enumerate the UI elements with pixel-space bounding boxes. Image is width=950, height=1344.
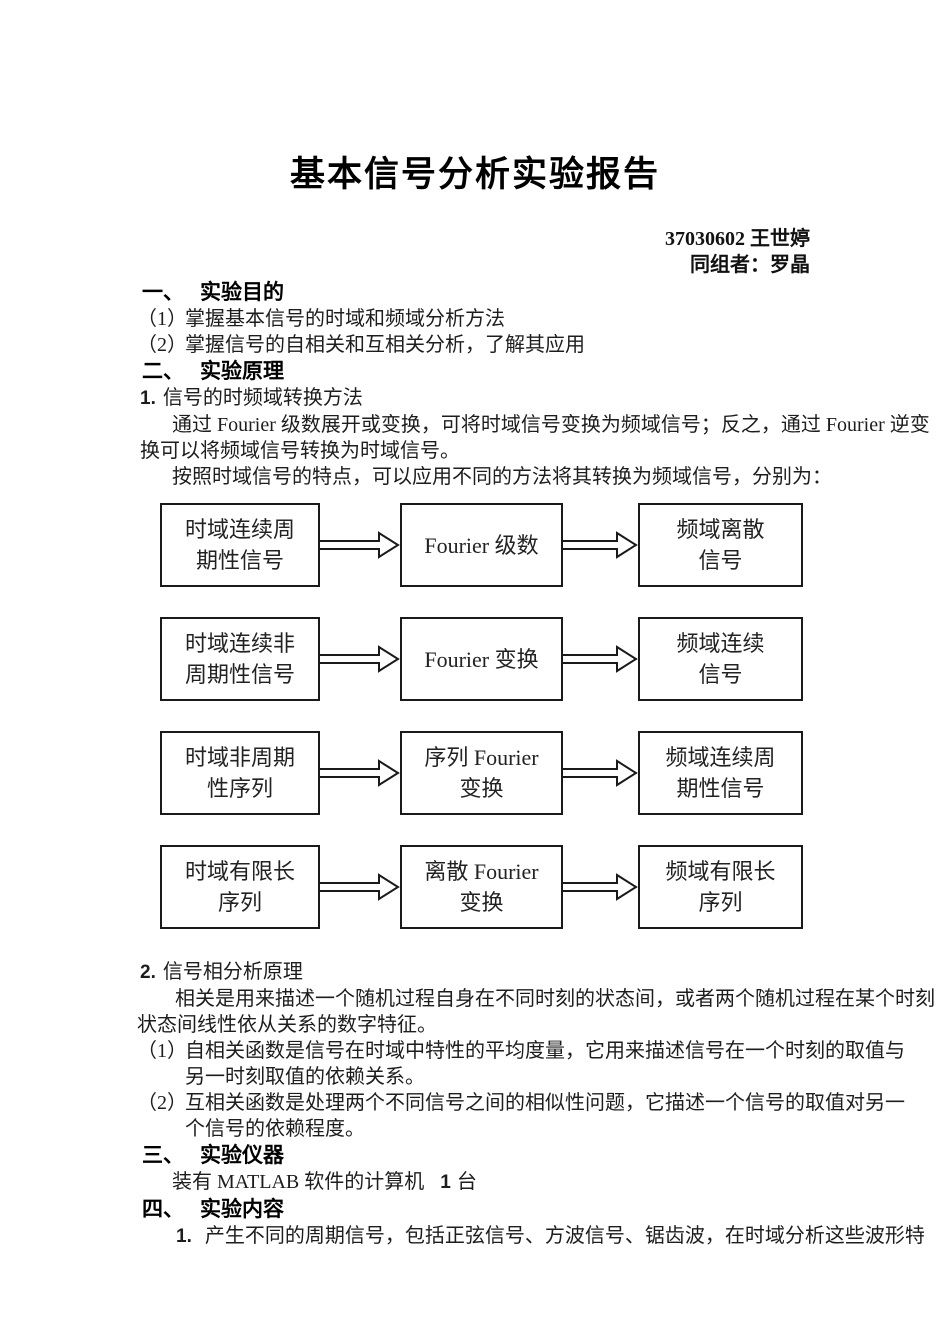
section3-title: 实验仪器 xyxy=(200,1143,284,1167)
box-text: 序列 xyxy=(698,890,743,915)
flow-arrow-icon xyxy=(563,531,638,559)
section4-number: 四、 xyxy=(142,1197,184,1221)
section1-item-2: （2）掌握信号的自相关和互相关分析，了解其应用 xyxy=(0,332,950,358)
box-text: 时域连续周 xyxy=(184,517,295,542)
item-text: 自相关函数是信号在时域中特性的平均度量，它用来描述信号在一个时刻的取值与 xyxy=(185,1040,905,1062)
flow-box-freq-domain: 频域有限长 序列 xyxy=(638,845,803,929)
equipment-qty: 1 xyxy=(440,1172,451,1193)
flow-box-transform: 序列 Fourier 变换 xyxy=(400,731,563,815)
flow-arrow-icon xyxy=(320,759,400,787)
document-body: 一、实验目的 （1）掌握基本信号的时域和频域分析方法 （2）掌握信号的自相关和互… xyxy=(0,279,950,1250)
box-text: 信号 xyxy=(698,662,743,687)
box-text: 时域非周期 xyxy=(184,745,295,770)
section2-item-1-cont: 另一时刻取值的依赖关系。 xyxy=(185,1066,425,1088)
section2-item-2: （2）互相关函数是处理两个不同信号之间的相似性问题，它描述一个信号的取值对另一 xyxy=(0,1090,950,1116)
flow-row-1: 时域连续周 期性信号 Fourier 级数 频域离散 信号 xyxy=(0,503,950,587)
section2-item-1: （1）自相关函数是信号在时域中特性的平均度量，它用来描述信号在一个时刻的取值与 xyxy=(0,1038,950,1064)
flow-row-2: 时域连续非 周期性信号 Fourier 变换 频域连续 信号 xyxy=(0,617,950,701)
box-text: 频域有限长 xyxy=(665,859,776,884)
section4-heading: 四、实验内容 xyxy=(0,1196,950,1223)
box-text: 期性信号 xyxy=(676,776,765,801)
sub-title: 信号的时频域转换方法 xyxy=(162,387,363,409)
section3-number: 三、 xyxy=(142,1143,184,1167)
box-text: 频域连续 xyxy=(676,631,765,656)
section2-item-2-cont: 个信号的依赖程度。 xyxy=(185,1118,365,1140)
section3-heading: 三、实验仪器 xyxy=(0,1142,950,1169)
flow-box-time-domain: 时域连续非 周期性信号 xyxy=(160,617,320,701)
flow-box-transform: 离散 Fourier 变换 xyxy=(400,845,563,929)
sub-number: 1. xyxy=(140,388,156,409)
flow-arrow-icon xyxy=(320,645,400,673)
box-text: 信号 xyxy=(698,548,743,573)
box-text: 频域离散 xyxy=(676,517,765,542)
box-text: Fourier 变换 xyxy=(424,646,539,672)
flow-box-time-domain: 时域非周期 性序列 xyxy=(160,731,320,815)
flow-box-time-domain: 时域有限长 序列 xyxy=(160,845,320,929)
item-text: 产生不同的周期信号，包括正弦信号、方波信号、锯齿波，在时域分析这些波形特 xyxy=(204,1225,925,1247)
box-text: 变换 xyxy=(459,776,504,801)
paragraph-line: 状态间线性依从关系的数字特征。 xyxy=(137,1014,437,1036)
box-text: Fourier 级数 xyxy=(424,532,539,558)
box-text: 频域连续周 xyxy=(665,745,776,770)
flow-box-freq-domain: 频域离散 信号 xyxy=(638,503,803,587)
section1-heading: 一、实验目的 xyxy=(0,279,950,306)
flow-arrow-icon xyxy=(563,759,638,787)
item-number: （2） xyxy=(137,1092,187,1114)
flow-arrow-icon xyxy=(320,873,400,901)
paragraph-line: 按照时域信号的特点，可以应用不同的方法将其转换为频域信号，分别为： xyxy=(172,466,832,488)
section2-number: 二、 xyxy=(142,359,184,383)
flow-arrow-icon xyxy=(563,645,638,673)
paragraph-line: 相关是用来描述一个随机过程自身在不同时刻的状态间，或者两个随机过程在某个时刻 xyxy=(175,988,935,1010)
flow-box-freq-domain: 频域连续 信号 xyxy=(638,617,803,701)
equipment-unit: 台 xyxy=(456,1171,477,1193)
item-number: （1） xyxy=(137,1040,187,1062)
section2-heading: 二、实验原理 xyxy=(0,358,950,385)
item-number: （1） xyxy=(137,308,187,330)
flow-box-transform: Fourier 变换 xyxy=(400,617,563,701)
section2-sub1-heading: 1. 信号的时频域转换方法 xyxy=(0,385,950,412)
flow-row-4: 时域有限长 序列 离散 Fourier 变换 频域有限长 序列 xyxy=(0,845,950,929)
item-text: 掌握信号的自相关和互相关分析，了解其应用 xyxy=(185,334,585,356)
section4-item-1: 1. 产生不同的周期信号，包括正弦信号、方波信号、锯齿波，在时域分析这些波形特 xyxy=(0,1223,950,1250)
box-text: 变换 xyxy=(459,890,504,915)
box-text: 时域有限长 xyxy=(184,859,295,884)
section1-item-1: （1）掌握基本信号的时域和频域分析方法 xyxy=(0,306,950,332)
flow-box-freq-domain: 频域连续周 期性信号 xyxy=(638,731,803,815)
signal-transform-flowchart: 时域连续周 期性信号 Fourier 级数 频域离散 信号 xyxy=(0,503,950,929)
section2-title: 实验原理 xyxy=(200,359,284,383)
flow-row-3: 时域非周期 性序列 序列 Fourier 变换 频域连续周 期性信号 xyxy=(0,731,950,815)
flow-box-time-domain: 时域连续周 期性信号 xyxy=(160,503,320,587)
item-number: （2） xyxy=(137,334,187,356)
section1-number: 一、 xyxy=(142,280,184,304)
box-text: 周期性信号 xyxy=(184,662,295,687)
equipment-text: 装有 MATLAB 软件的计算机 xyxy=(172,1171,425,1193)
flow-arrow-icon xyxy=(563,873,638,901)
section2-sub2-heading: 2. 信号相分析原理 xyxy=(0,959,950,986)
box-text: 时域连续非 xyxy=(184,631,295,656)
author-id-name: 37030602 王世婷 xyxy=(665,228,810,250)
flow-box-transform: Fourier 级数 xyxy=(400,503,563,587)
page-title: 基本信号分析实验报告 xyxy=(289,155,660,194)
box-text: 序列 Fourier xyxy=(424,745,539,770)
paragraph-line: 换可以将频域信号转换为时域信号。 xyxy=(140,440,460,462)
box-text: 离散 Fourier xyxy=(424,859,539,884)
sub-number: 2. xyxy=(140,962,156,983)
item-text: 互相关函数是处理两个不同信号之间的相似性问题，它描述一个信号的取值对另一 xyxy=(185,1092,905,1114)
teammate-name: 同组者：罗晶 xyxy=(690,254,810,276)
byline: 37030602 王世婷 同组者：罗晶 xyxy=(665,226,810,278)
section1-title: 实验目的 xyxy=(200,280,284,304)
item-number: 1. xyxy=(176,1226,192,1247)
item-text: 掌握基本信号的时域和频域分析方法 xyxy=(185,308,505,330)
section4-title: 实验内容 xyxy=(200,1197,284,1221)
sub-title: 信号相分析原理 xyxy=(162,961,303,983)
paragraph-line: 通过 Fourier 级数展开或变换，可将时域信号变换为频域信号；反之，通过 F… xyxy=(172,414,930,436)
box-text: 序列 xyxy=(217,890,262,915)
box-text: 性序列 xyxy=(206,776,273,801)
box-text: 期性信号 xyxy=(195,548,284,573)
flow-arrow-icon xyxy=(320,531,400,559)
